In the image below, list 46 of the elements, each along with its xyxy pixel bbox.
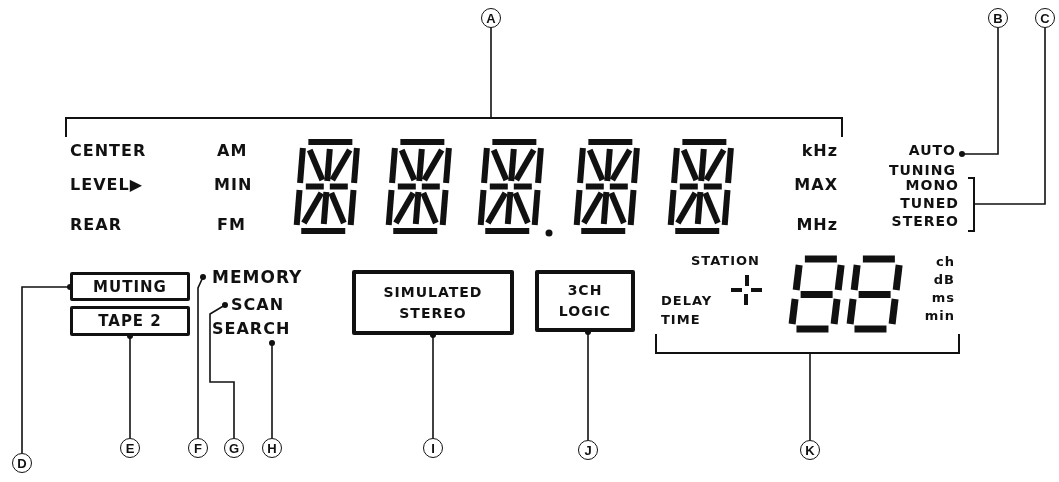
indicator-label: dB — [933, 272, 955, 287]
indicator-label: LEVEL▶ — [70, 175, 143, 194]
leader-line — [974, 27, 1046, 205]
callout-letter: B — [988, 8, 1008, 28]
callout-letter: K — [800, 440, 820, 460]
indicator-box: SIMULATED STEREO — [352, 270, 514, 335]
indicator-box: MUTING — [70, 272, 190, 301]
indicator-label: AUTO TUNING — [858, 140, 962, 180]
leader-line — [127, 333, 133, 439]
indicator-label: MAX — [794, 175, 838, 194]
leader-line — [490, 27, 492, 118]
indicator-label: ch — [936, 254, 955, 269]
indicator-label: MONO — [905, 177, 959, 193]
indicator-label: CENTER — [70, 141, 147, 160]
indicator-label: STATION — [691, 253, 760, 268]
leader-line — [809, 353, 811, 441]
leader-line — [959, 27, 999, 157]
leader-line — [585, 329, 591, 441]
callout-letter: J — [578, 440, 598, 460]
callout-letter: H — [262, 438, 282, 458]
callout-letter: A — [481, 8, 501, 28]
indicator-label: FM — [217, 215, 246, 234]
callout-letter: I — [423, 438, 443, 458]
indicator-label: min — [924, 308, 955, 323]
leader-line — [21, 284, 73, 454]
indicator-label: STEREO — [891, 213, 959, 229]
indicator-label: REAR — [70, 215, 122, 234]
leader-line — [269, 340, 275, 439]
indicator-box: TAPE 2 — [70, 306, 190, 336]
indicator-box: 3CH LOGIC — [535, 270, 635, 332]
indicator-label: MIN — [214, 175, 253, 194]
indicator-label: TUNED — [900, 195, 959, 211]
callout-letter: C — [1035, 8, 1055, 28]
leader-line — [197, 274, 206, 439]
callout-letter: G — [224, 438, 244, 458]
indicator-label: kHz — [801, 141, 838, 160]
leader-line — [430, 332, 436, 439]
indicator-label: AM — [217, 141, 248, 160]
indicator-label: DELAY TIME — [661, 292, 714, 329]
leader-line — [209, 302, 235, 439]
indicator-label: ms — [931, 290, 955, 305]
callout-letter: E — [120, 438, 140, 458]
callout-letter: D — [12, 453, 32, 473]
callout-letter: F — [188, 438, 208, 458]
indicator-label: MHz — [796, 215, 838, 234]
indicator-label: MEMORY — [203, 262, 345, 292]
